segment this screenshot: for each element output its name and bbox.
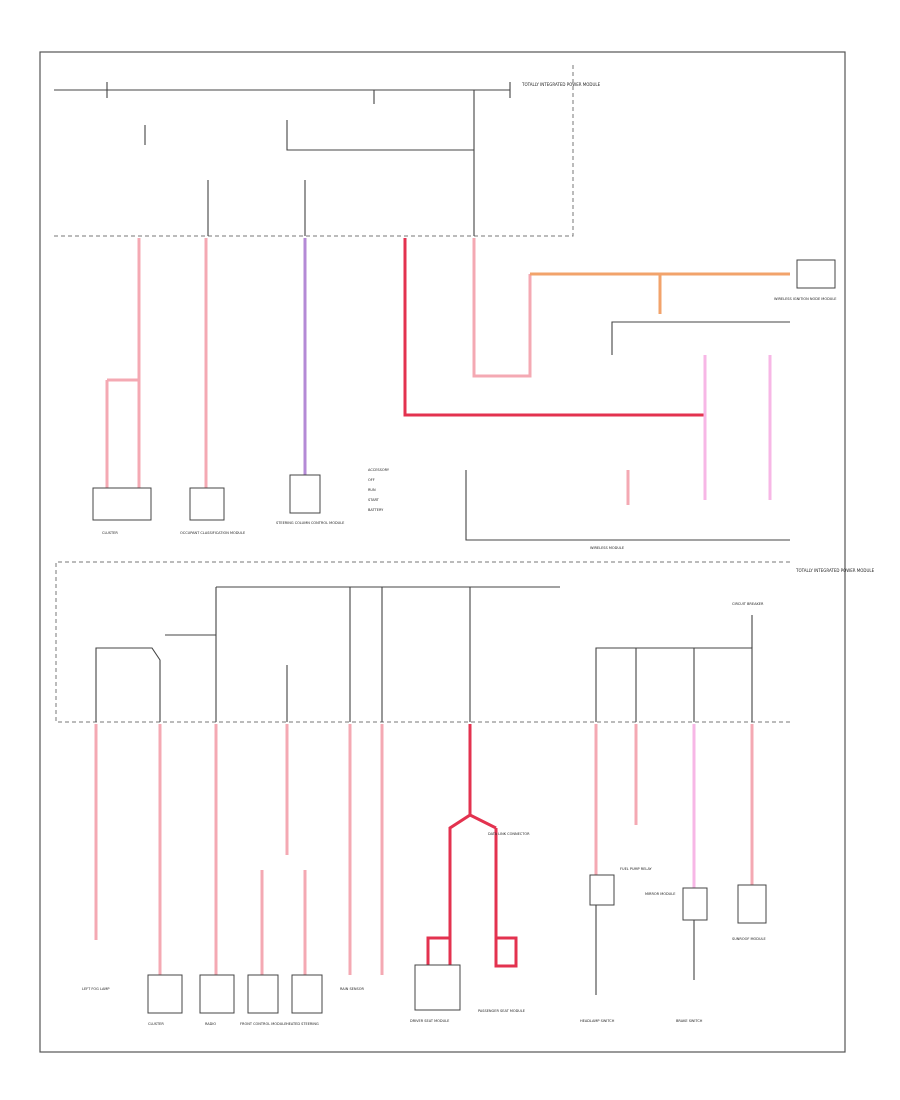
steering-column-label: STEERING COLUMN CONTROL MODULE	[276, 521, 344, 525]
legend-item-4: BATTERY	[368, 508, 384, 512]
front-control-box	[247, 974, 279, 1014]
top-wires	[105, 238, 790, 541]
driver-seat-label: DRIVER SEAT MODULE	[410, 1019, 449, 1023]
middle-power-module: TOTALLY INTEGRATED POWER MODULE CIRCUIT …	[55, 561, 875, 723]
cluster-bottom-label: CLUSTER	[148, 1022, 164, 1026]
radio-box	[199, 974, 235, 1014]
top-power-module: TOTALLY INTEGRATED POWER MODULE	[54, 64, 601, 237]
heated-steering-box	[291, 974, 323, 1014]
fuel-pump-relay-label: FUEL PUMP RELAY	[620, 867, 653, 871]
cluster-top-label: CLUSTER	[102, 531, 118, 535]
headlamp-switch-label: HEADLAMP SWITCH	[580, 1019, 615, 1023]
mirror-module-box	[682, 887, 708, 921]
heated-steering-label: HEATED STEERING	[286, 1022, 319, 1026]
rain-sensor-label: RAIN SENSOR	[340, 987, 364, 991]
ignition-legend: ACCESSORY OFF RUN START BATTERY	[368, 468, 390, 512]
passenger-seat-label: PASSENGER SEAT MODULE	[478, 1009, 525, 1013]
legend-item-0: ACCESSORY	[368, 468, 390, 472]
sunroof-module-box	[737, 884, 767, 924]
brake-switch-label: BRAKE SWITCH	[676, 1019, 703, 1023]
data-link-label: DATA LINK CONNECTOR	[488, 832, 530, 836]
legend-item-2: RUN	[368, 488, 376, 492]
ignition-module-label: WIRELESS IGNITION NODE MODULE	[774, 297, 837, 301]
ignition-module-box	[796, 259, 836, 289]
mirror-module-label: MIRROR MODULE	[645, 892, 675, 896]
legend-item-3: START	[368, 498, 380, 502]
front-control-label: FRONT CONTROL MODULE	[240, 1022, 286, 1026]
wireless-module-label: WIRELESS MODULE	[590, 546, 624, 550]
driver-seat-box	[414, 964, 461, 1011]
bottom-components: LEFT FOG LAMP CLUSTER RADIO FRONT CONTRO…	[82, 832, 767, 1026]
occupant-module-label: OCCUPANT CLASSIFICATION MODULE	[180, 531, 245, 535]
cluster-bottom-box	[147, 974, 183, 1014]
bottom-wires	[94, 724, 754, 995]
top-components: CLUSTER OCCUPANT CLASSIFICATION MODULE S…	[92, 259, 837, 550]
sunroof-module-label: SUNROOF MODULE	[732, 937, 766, 941]
diagram-frame	[39, 51, 846, 1053]
ipm-top-label: TOTALLY INTEGRATED POWER MODULE	[521, 82, 601, 87]
ipm-mid-label: TOTALLY INTEGRATED POWER MODULE	[795, 568, 875, 573]
radio-label: RADIO	[205, 1022, 216, 1026]
cluster-top-box	[92, 487, 152, 521]
occupant-module-box	[189, 487, 225, 521]
fuel-pump-relay-box	[589, 874, 615, 906]
steering-column-box	[289, 474, 321, 514]
circuit-breaker-label: CIRCUIT BREAKER	[732, 602, 764, 606]
left-fog-lamp-label: LEFT FOG LAMP	[82, 987, 110, 991]
legend-item-1: OFF	[368, 478, 375, 482]
